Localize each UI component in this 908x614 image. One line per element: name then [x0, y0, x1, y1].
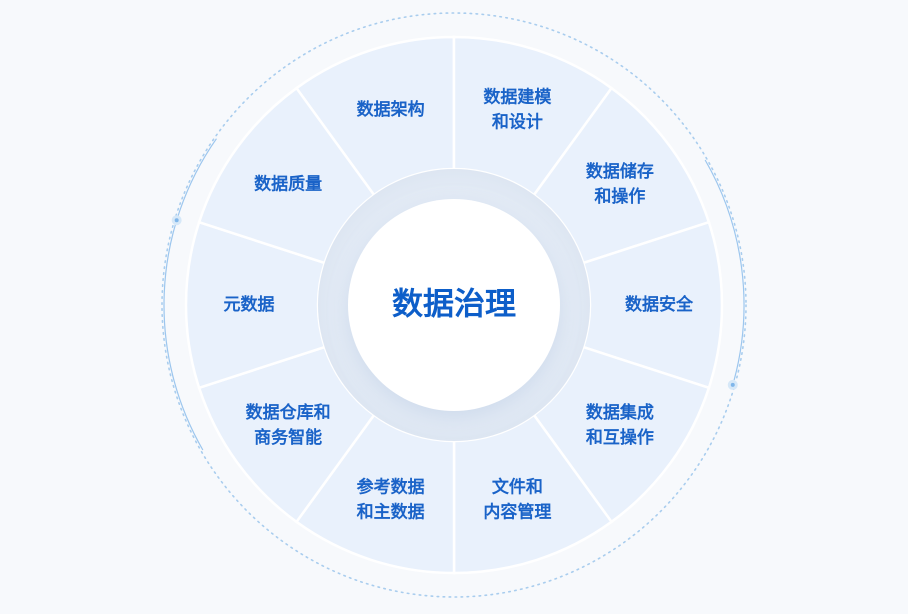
segment-label-6: 参考数据和主数据	[357, 476, 425, 522]
segment-label-line: 内容管理	[483, 501, 551, 522]
segment-label-line: 和互操作	[586, 427, 654, 448]
segment-label-line: 参考数据	[357, 476, 425, 497]
segment-label-line: 和设计	[492, 112, 543, 133]
center-label: 数据治理	[392, 287, 516, 323]
ring-dot-right	[727, 379, 738, 390]
segment-label-line: 数据安全	[625, 294, 694, 315]
segment-label-line: 文件和	[492, 476, 543, 497]
segment-label-line: 元数据	[224, 294, 275, 315]
segment-label-4: 数据集成和互操作	[586, 402, 654, 448]
segment-label-line: 和主数据	[357, 501, 425, 522]
segment-label-line: 和操作	[594, 186, 645, 207]
segment-label-line: 数据架构	[357, 99, 425, 120]
outer-dotted-ring	[161, 12, 747, 598]
segment-label-2: 数据储存和操作	[586, 161, 654, 207]
segment-label-3: 数据安全	[625, 294, 694, 315]
outer-accent-arc-right	[704, 159, 745, 381]
outer-accent-arc-left	[163, 138, 217, 451]
segment-label-0: 数据架构	[357, 99, 425, 120]
segment-label-line: 数据储存	[586, 161, 654, 182]
segment-label-line: 数据建模	[483, 87, 552, 108]
segment-label-line: 数据质量	[254, 174, 322, 195]
segment-label-7: 数据仓库和商务智能	[246, 402, 331, 448]
segment-label-8: 元数据	[224, 294, 275, 315]
segment-label-line: 商务智能	[254, 427, 322, 448]
segment-label-line: 数据集成	[586, 402, 654, 423]
segment-label-9: 数据质量	[254, 174, 322, 195]
ring-dot-left	[171, 215, 182, 226]
hub-circle	[348, 199, 560, 411]
segment-label-line: 数据仓库和	[246, 402, 331, 423]
segment-label-1: 数据建模和设计	[483, 87, 552, 133]
segment-label-5: 文件和内容管理	[483, 476, 551, 522]
